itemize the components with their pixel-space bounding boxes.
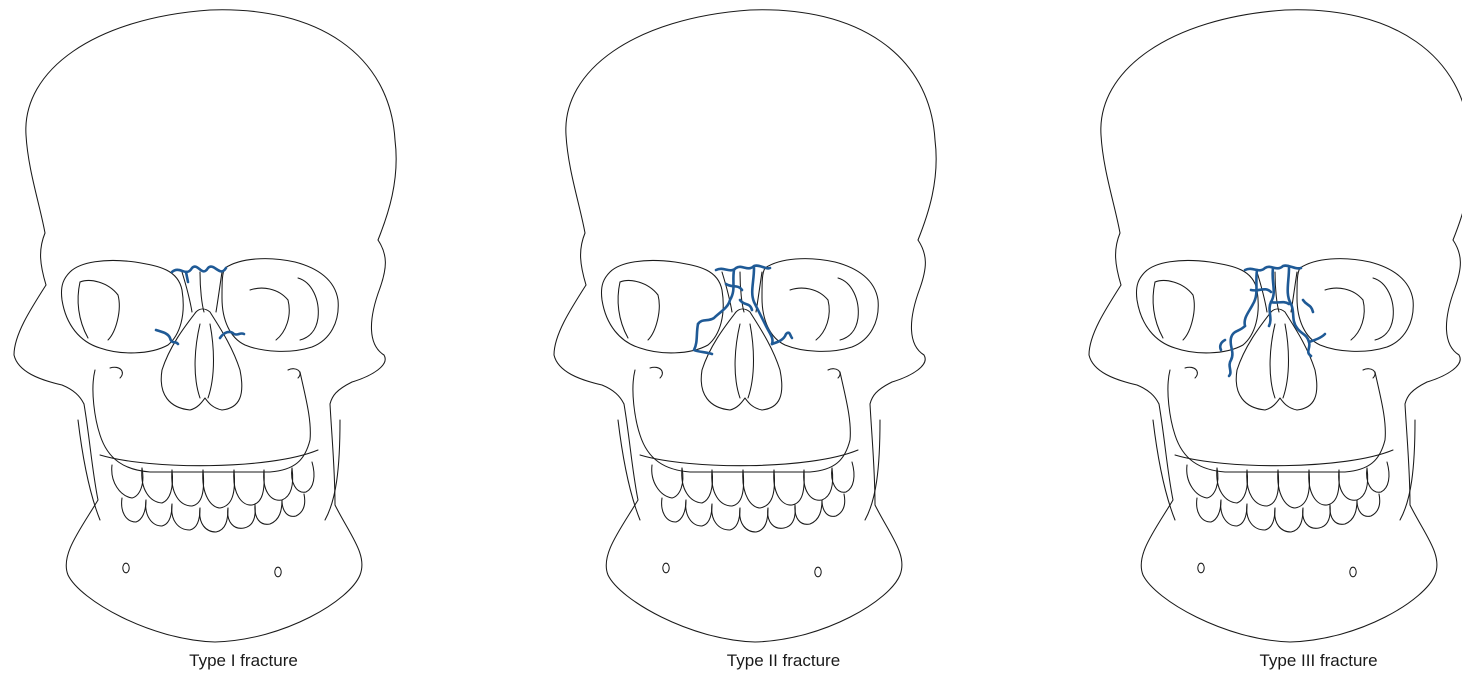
fracture-lines-type-3 (1220, 266, 1325, 376)
fracture-line (1309, 334, 1325, 342)
panel-type-3: Type III fracture (1075, 0, 1462, 673)
fracture-line (186, 272, 188, 282)
skull-illustration-type-1 (0, 0, 487, 673)
fracture-line (1269, 268, 1274, 326)
fracture-line (1271, 302, 1289, 304)
fracture-line (716, 266, 770, 271)
caption-type-2: Type II fracture (540, 651, 1027, 671)
caption-type-3: Type III fracture (1075, 651, 1462, 671)
panel-type-1: Type I fracture (0, 0, 487, 673)
fracture-line (1220, 340, 1225, 350)
skull-illustration-type-2 (540, 0, 1027, 673)
fracture-line (172, 267, 226, 272)
panel-type-2: Type II fracture (540, 0, 1027, 673)
caption-type-1: Type I fracture (0, 651, 487, 671)
skull-illustration-type-3 (1075, 0, 1462, 673)
fracture-line (1303, 300, 1313, 312)
fracture-line (1245, 270, 1257, 326)
fracture-line (1251, 289, 1271, 292)
